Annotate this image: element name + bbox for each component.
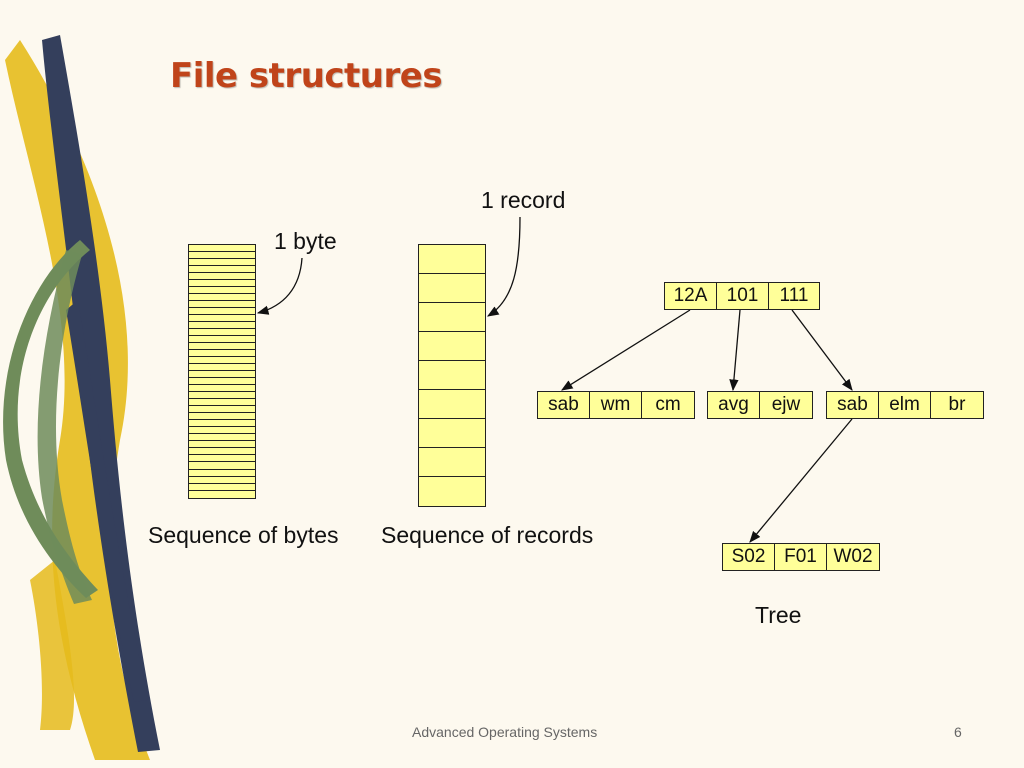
byte-cell: [189, 364, 255, 372]
record-cell: [419, 303, 485, 332]
byte-cell: [189, 455, 255, 463]
byte-cell: [189, 413, 255, 421]
tree-edge-child-3-to-grandchild: [749, 418, 853, 543]
tree-edge-root-to-child-2: [729, 309, 741, 392]
byte-cell: [189, 336, 255, 344]
byte-cell: [189, 315, 255, 323]
page-number: 6: [954, 724, 962, 740]
byte-cell: [189, 427, 255, 435]
records-caption: Sequence of records: [381, 522, 594, 548]
byte-cell: [189, 434, 255, 442]
record-sequence-box: [418, 244, 486, 507]
tree-key-cell: 101: [717, 283, 769, 309]
byte-cell: [189, 448, 255, 456]
tree-key-cell: 111: [779, 285, 809, 306]
tree-edge-root-to-child-3: [791, 309, 853, 391]
record-cell: [419, 361, 485, 390]
record-cell: [419, 448, 485, 477]
tree-key-cell: 12A: [665, 283, 717, 309]
byte-pointer-label: 1 byte: [274, 228, 337, 254]
byte-cell: [189, 308, 255, 316]
record-cell: [419, 390, 485, 419]
decorative-brush-strokes: [3, 35, 160, 760]
byte-cell: [189, 371, 255, 379]
record-cell: [419, 274, 485, 303]
bytes-caption: Sequence of bytes: [148, 522, 339, 548]
byte-cell: [189, 491, 255, 498]
byte-cell: [189, 252, 255, 260]
byte-cell: [189, 301, 255, 309]
byte-cell: [189, 470, 255, 477]
tree-edge-root-to-child-1: [561, 309, 691, 391]
byte-cell: [189, 280, 255, 288]
byte-cell: [189, 329, 255, 337]
byte-cell: [189, 462, 255, 470]
byte-cell: [189, 441, 255, 449]
record-cell: [419, 419, 485, 448]
byte-cell: [189, 406, 255, 414]
byte-cell: [189, 392, 255, 400]
record-cell: [419, 245, 485, 274]
tree-key-cell: ejw: [771, 394, 801, 415]
slide-title: File structures: [170, 56, 443, 96]
byte-cell: [189, 420, 255, 428]
byte-cell: [189, 350, 255, 358]
slide-footer: Advanced Operating Systems: [412, 724, 598, 740]
tree-key-cell: S02: [723, 544, 775, 570]
byte-cell: [189, 357, 255, 365]
tree-caption: Tree: [755, 602, 802, 628]
tree-key-cell: cm: [655, 394, 681, 415]
byte-sequence-box: [188, 244, 256, 499]
byte-cell: [189, 484, 255, 491]
byte-cell: [189, 322, 255, 330]
byte-cell: [189, 385, 255, 393]
byte-cell: [189, 245, 255, 253]
byte-cell: [189, 477, 255, 484]
tree-key-cell: wm: [590, 392, 642, 418]
byte-cell: [189, 343, 255, 351]
record-cell: [419, 477, 485, 506]
byte-cell: [189, 287, 255, 295]
tree-key-cell: br: [948, 394, 966, 415]
record-pointer-label: 1 record: [481, 187, 566, 213]
byte-cell: [189, 378, 255, 386]
byte-cell: [189, 294, 255, 302]
tree-key-cell: elm: [879, 392, 931, 418]
byte-cell: [189, 399, 255, 407]
record-pointer-arrow: [487, 216, 521, 317]
tree-key-cell: avg: [708, 392, 760, 418]
byte-cell: [189, 266, 255, 274]
tree-key-cell: sab: [538, 392, 590, 418]
byte-cell: [189, 259, 255, 267]
byte-pointer-arrow: [256, 257, 303, 315]
byte-cell: [189, 273, 255, 281]
tree-key-cell: sab: [827, 392, 879, 418]
tree-key-cell: F01: [775, 544, 827, 570]
record-cell: [419, 332, 485, 361]
tree-key-cell: W02: [833, 546, 873, 567]
